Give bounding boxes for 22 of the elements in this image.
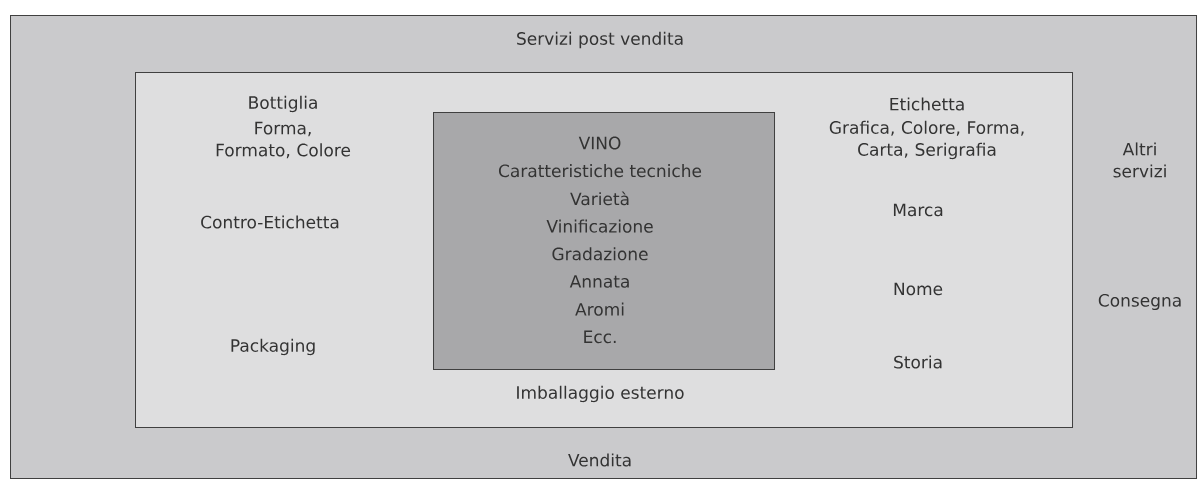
item-label: Storia: [894, 355, 942, 369]
item-label: Nome: [894, 282, 943, 296]
item-label: Packaging: [231, 338, 315, 356]
item-label: Caratteristiche tecniche: [499, 164, 702, 178]
item-label: Consegna: [1098, 293, 1181, 311]
item-label: Marca: [893, 203, 943, 217]
item-label: VINO: [578, 136, 621, 150]
item-label: Imballaggio esterno: [517, 385, 684, 403]
item-label: Bottiglia: [249, 95, 317, 113]
item-label: Gradazione: [552, 247, 648, 261]
item-label: Annata: [569, 275, 629, 288]
item-label: Varietà: [570, 191, 629, 206]
item-label: Altri servizi: [1113, 142, 1166, 178]
item-label: Forma, Formato, Colore: [216, 121, 351, 159]
item-label: Servizi post vendita: [517, 31, 683, 49]
item-label: Vendita: [568, 453, 631, 467]
item-label: Etichetta: [890, 97, 964, 111]
item-label: Grafica, Colore, Forma, Carta, Serigrafia: [829, 120, 1024, 160]
item-label: Aromi: [575, 302, 624, 316]
item-label: Vinificazione: [546, 219, 653, 233]
item-label: Ecc.: [584, 330, 616, 344]
item-label: Contro-Etichetta: [201, 215, 339, 229]
